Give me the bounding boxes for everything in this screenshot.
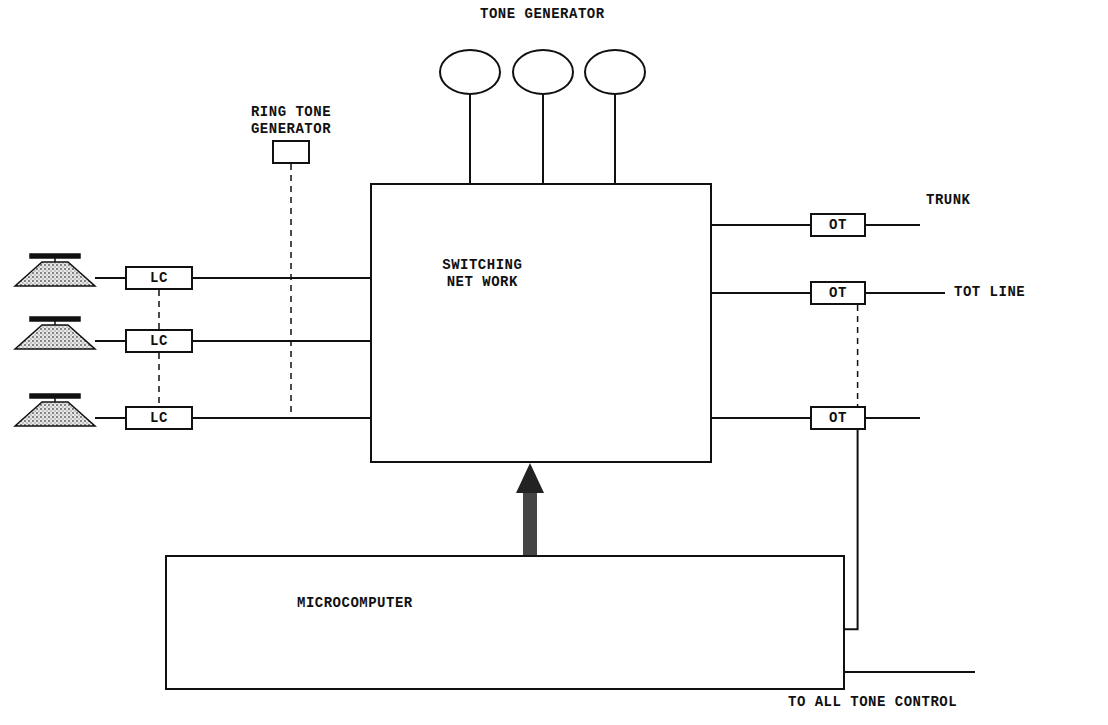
tone-generators (440, 50, 645, 183)
box-label: LC (150, 410, 168, 427)
box-label: OT (829, 410, 847, 427)
telephone-icon (15, 254, 125, 286)
line-circuit-box: LC (125, 329, 193, 353)
telephone-icon (15, 394, 125, 426)
connector (158, 290, 160, 329)
box-heading: RING TONE GENERATOR (230, 104, 352, 138)
box-label: SWITCHING NET WORK (442, 257, 523, 291)
trunk-line (866, 224, 920, 226)
tone-generator-circle (513, 50, 573, 94)
tone-wire (469, 94, 471, 183)
connector (193, 277, 370, 279)
telephone-icon (15, 317, 125, 349)
connector (712, 417, 810, 419)
ring-tone-generator-box: RING TONE GENERATOR (272, 140, 310, 164)
box-label: LC (150, 270, 168, 287)
ring-feed-dashed (290, 164, 292, 418)
tone-generator-label: TONE GENERATOR (478, 6, 607, 22)
outgoing-trunk-box: OT (810, 406, 866, 430)
connector (712, 292, 810, 294)
line-circuit-box: LC (125, 266, 193, 290)
telephones (15, 254, 125, 426)
connector (193, 340, 370, 342)
trunk-label: TRUNK (924, 192, 973, 208)
box-label: MICROCOMPUTER (297, 595, 413, 612)
tone-generator-circle (440, 50, 500, 94)
tone-control-line (845, 671, 975, 673)
connector (158, 353, 160, 406)
tone-wire (542, 94, 544, 183)
tot-line (866, 292, 945, 294)
box-label: OT (829, 217, 847, 234)
tot-line-label: TOT LINE (952, 284, 1027, 300)
tone-wire (614, 94, 616, 183)
tone-generator-circle (585, 50, 645, 94)
connector (857, 305, 859, 406)
switching-network-box: SWITCHING NET WORK (370, 183, 712, 463)
outgoing-trunk-box: OT (810, 213, 866, 237)
tone-control-label: TO ALL TONE CONTROL (786, 694, 959, 710)
line-circuit-box: LC (125, 406, 193, 430)
control-bus-arrow (523, 479, 537, 555)
outgoing-line (866, 417, 920, 419)
box-label: LC (150, 333, 168, 350)
connector (193, 417, 370, 419)
microcomputer-box: MICROCOMPUTER (165, 555, 845, 690)
connector (845, 430, 858, 629)
box-label: OT (829, 285, 847, 302)
outgoing-trunk-box: OT (810, 281, 866, 305)
connector (712, 224, 810, 226)
